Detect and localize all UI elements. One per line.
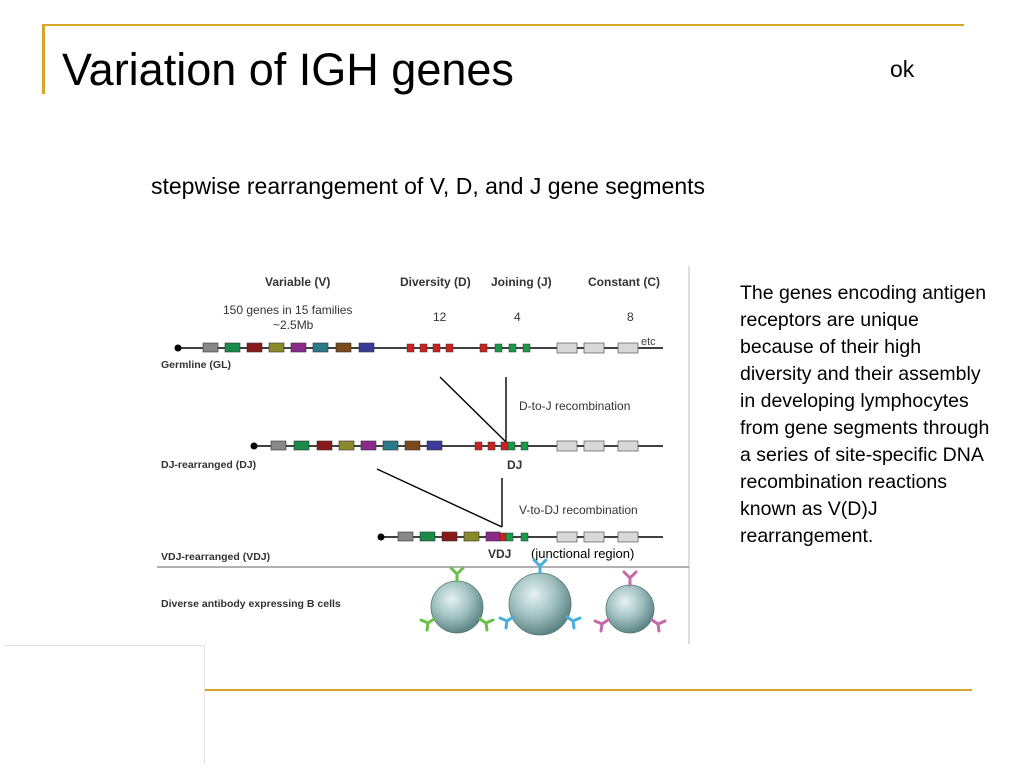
junctional-region-label: (junctional region): [531, 546, 634, 561]
dj-rearranged-locus: [250, 440, 663, 452]
dj-row-label: DJ-rearranged (DJ): [161, 459, 256, 471]
vdj-rearranged-locus: [377, 531, 663, 543]
bottom-accent-rule: [204, 689, 972, 691]
germline-label: Germline (GL): [161, 359, 231, 371]
header-joining: Joining (J): [491, 275, 552, 289]
dj-deletion-line: [439, 376, 507, 443]
bcells-label: Diverse antibody expressing B cells: [161, 598, 341, 610]
antibody-icon: [593, 570, 667, 633]
vdj-row-label: VDJ-rearranged (VDJ): [161, 551, 270, 563]
b-cell-1: [419, 566, 495, 634]
slide-title: Variation of IGH genes: [62, 44, 514, 95]
vdj-deletion-line: [376, 468, 503, 528]
vdj-mark: VDJ: [488, 547, 511, 561]
vdj-step-label: V-to-DJ recombination: [519, 503, 638, 517]
dj-step-label: D-to-J recombination: [519, 399, 630, 413]
top-accent-rule: [44, 24, 964, 26]
v-description: 150 genes in 15 families: [223, 303, 352, 317]
header-constant: Constant (C): [588, 275, 660, 289]
j-count: 4: [514, 310, 521, 324]
corner-placeholder-box: [4, 645, 205, 764]
header-variable: Variable (V): [265, 275, 330, 289]
etc-label: etc: [641, 336, 656, 348]
slide-note: ok: [890, 56, 915, 82]
left-accent-rule: [42, 24, 45, 94]
slide-subtitle: stepwise rearrangement of V, D, and J ge…: [151, 173, 706, 199]
dj-mark: DJ: [507, 458, 522, 472]
vdj-recombination-figure: Variable (V) Diversity (D) Joining (J) C…: [155, 262, 695, 647]
d-count: 12: [433, 310, 447, 324]
b-cell-3: [593, 570, 667, 634]
b-cell-2: [498, 558, 582, 636]
antibody-icon: [498, 558, 582, 630]
c-count: 8: [627, 310, 634, 324]
body-paragraph: The genes encoding antigen receptors are…: [740, 282, 990, 547]
antibody-icon: [419, 566, 495, 632]
v-size: ~2.5Mb: [273, 318, 314, 332]
header-diversity: Diversity (D): [400, 275, 471, 289]
germline-locus: [174, 342, 663, 354]
